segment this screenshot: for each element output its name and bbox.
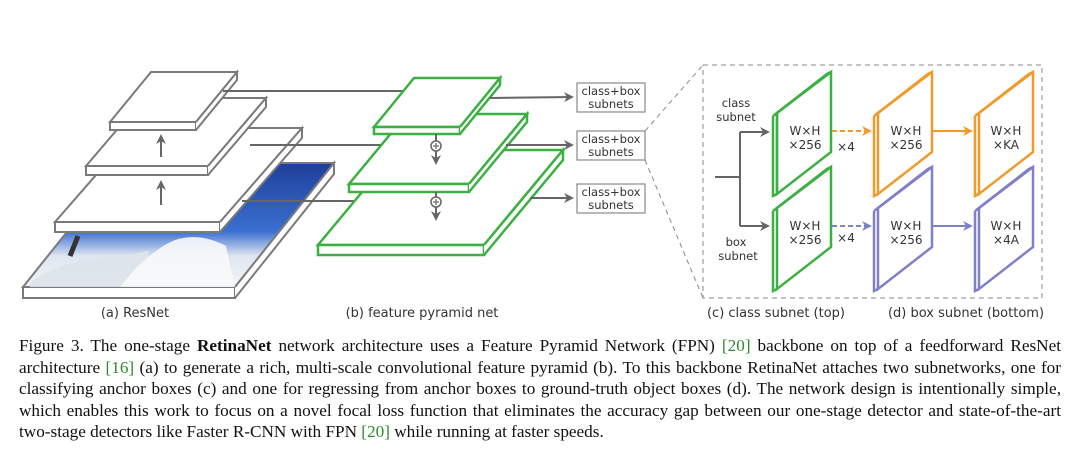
panel-b-label: (b) feature pyramid net bbox=[346, 306, 499, 321]
svg-text:subnets: subnets bbox=[588, 198, 633, 212]
citation-link[interactable]: [16] bbox=[105, 357, 135, 377]
svg-text:W×H: W×H bbox=[790, 219, 821, 233]
svg-text:class+box: class+box bbox=[582, 84, 641, 98]
caption-model-name: RetinaNet bbox=[196, 336, 272, 355]
tensor-box-input: W×H ×256 bbox=[771, 164, 833, 294]
svg-text:×KA: ×KA bbox=[993, 138, 1020, 152]
caption-text: (a) to generate a rich, multi-scale conv… bbox=[19, 357, 1062, 442]
tensor-class-output: W×H ×KA bbox=[973, 69, 1035, 199]
caption-text: backbone on top of a feedforward ResNet … bbox=[19, 336, 1061, 377]
repeat-x4-label: ×4 bbox=[837, 140, 855, 154]
svg-text:W×H: W×H bbox=[891, 219, 922, 233]
tensor-class-input: W×H ×256 bbox=[771, 69, 833, 199]
caption-prefix: Figure 3. The one-stage bbox=[19, 336, 197, 355]
class-subnet-arrows: ×4 bbox=[832, 126, 973, 154]
subnet-detail-callout bbox=[644, 64, 1043, 299]
merge-plus-icon bbox=[430, 134, 442, 165]
svg-text:×256: ×256 bbox=[890, 233, 923, 247]
panel-d-label: (d) box subnet (bottom) bbox=[888, 306, 1044, 321]
svg-text:subnet: subnet bbox=[716, 110, 756, 124]
fpn-level-p5 bbox=[371, 74, 503, 136]
svg-text:W×H: W×H bbox=[991, 219, 1022, 233]
caption-text: network architecture uses a Feature Pyra… bbox=[271, 336, 722, 355]
svg-text:class+box: class+box bbox=[582, 132, 641, 146]
feature-pyramid: (b) feature pyramid net bbox=[315, 74, 566, 321]
retinanet-architecture-figure: (a) ResNet bbox=[20, 64, 1044, 321]
box-subnet-label: box bbox=[726, 235, 747, 249]
resnet-level-c5 bbox=[107, 69, 240, 131]
panel-c-label: (c) class subnet (top) bbox=[707, 306, 845, 321]
panel-a-label: (a) ResNet bbox=[101, 306, 169, 321]
svg-text:W×H: W×H bbox=[991, 124, 1022, 138]
tensor-box-hidden: W×H ×256 bbox=[872, 164, 934, 294]
subnet-box: class+box subnets bbox=[576, 130, 646, 161]
head-input-branch: class subnet box subnet bbox=[715, 96, 770, 263]
merge-plus-icon bbox=[430, 192, 442, 221]
svg-text:×4A: ×4A bbox=[993, 233, 1020, 247]
tensor-class-hidden: W×H ×256 bbox=[872, 69, 934, 199]
svg-text:class+box: class+box bbox=[582, 185, 641, 199]
svg-text:×256: ×256 bbox=[789, 233, 822, 247]
svg-text:subnet: subnet bbox=[718, 249, 758, 263]
subnet-box: class+box subnets bbox=[576, 183, 646, 214]
repeat-x4-label: ×4 bbox=[837, 231, 855, 245]
svg-text:×256: ×256 bbox=[890, 138, 923, 152]
box-subnet-arrows: ×4 bbox=[832, 221, 973, 245]
tensor-box-output: W×H ×4A bbox=[973, 164, 1035, 294]
svg-text:W×H: W×H bbox=[790, 124, 821, 138]
fpn-output-arrows bbox=[489, 92, 574, 203]
svg-text:subnets: subnets bbox=[588, 145, 633, 159]
svg-text:subnets: subnets bbox=[588, 97, 633, 111]
figure-caption: Figure 3. The one-stage RetinaNet networ… bbox=[19, 335, 1061, 443]
resnet-backbone: (a) ResNet bbox=[20, 69, 337, 321]
svg-text:W×H: W×H bbox=[891, 124, 922, 138]
subnet-box: class+box subnets bbox=[576, 82, 646, 113]
citation-link[interactable]: [20] bbox=[361, 422, 390, 442]
caption-text: while running at faster speeds. bbox=[389, 422, 604, 442]
citation-link[interactable]: [20] bbox=[721, 336, 751, 355]
svg-text:×256: ×256 bbox=[789, 138, 822, 152]
class-subnet-label: class bbox=[722, 96, 751, 110]
